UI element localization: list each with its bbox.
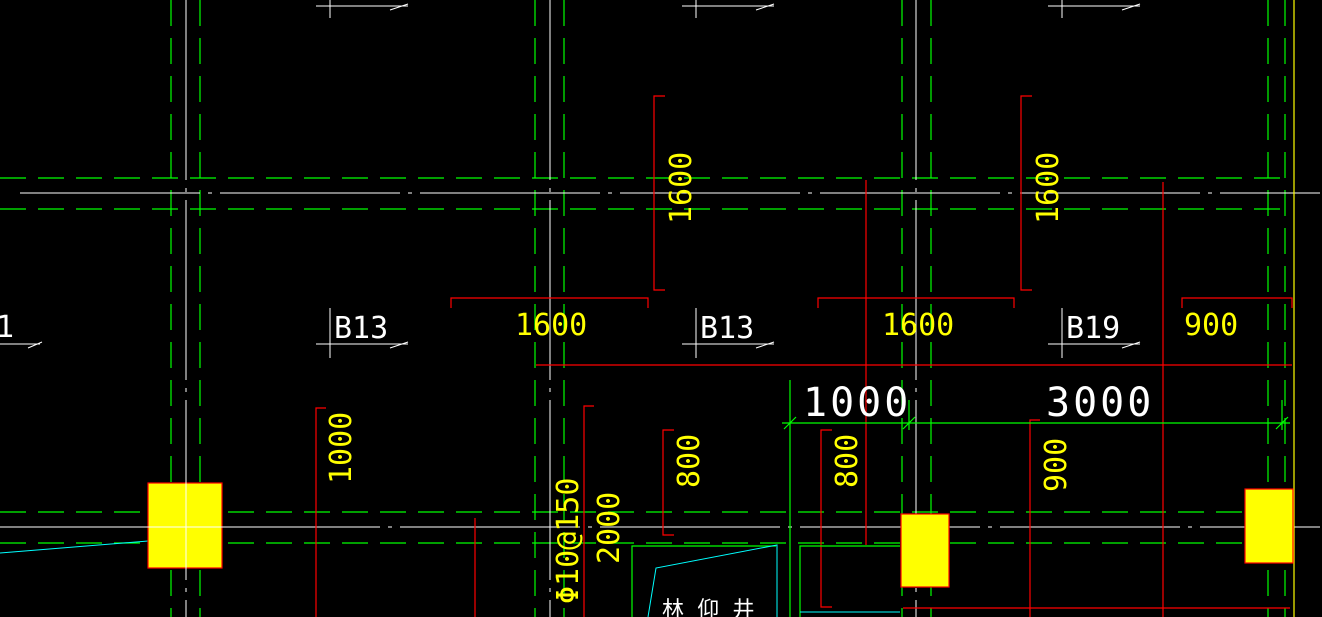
rebar-length-vertical-center: 800 bbox=[672, 434, 707, 488]
slab-label-left-partial: 1 bbox=[0, 310, 14, 345]
beam-grid-vertical bbox=[170, 0, 1286, 617]
rebar-length-vertical-center-right: 800 bbox=[830, 434, 865, 488]
column-right[interactable] bbox=[1244, 488, 1294, 564]
dimension-lines bbox=[631, 380, 1290, 617]
rebar-length-vertical-right: 900 bbox=[1039, 438, 1074, 492]
misc-lines bbox=[0, 540, 900, 617]
rebar-length-horizontal-left: 1600 bbox=[515, 308, 587, 343]
rebar-length-vertical-mid-top: 1600 bbox=[664, 152, 699, 224]
rebar-length-horizontal-right: 900 bbox=[1184, 308, 1238, 343]
rebar-length-horizontal-mid: 1600 bbox=[882, 308, 954, 343]
rebar-length-vertical-mid-bottom: 2000 bbox=[592, 492, 627, 564]
fragment-text: 林 仰 井 bbox=[662, 598, 755, 617]
rebar-length-vertical-left-bottom: 1000 bbox=[324, 412, 359, 484]
slab-marks bbox=[0, 308, 1141, 358]
column-axis-marks bbox=[140, 476, 230, 575]
rebar-spec: Φ10@150 bbox=[551, 478, 586, 604]
rebar-length-vertical-right-top: 1600 bbox=[1031, 152, 1066, 224]
columns bbox=[147, 482, 1294, 588]
column-center[interactable] bbox=[900, 513, 950, 588]
slab-label-right: B19 bbox=[1066, 311, 1120, 346]
slab-label-middle: B13 bbox=[700, 311, 754, 346]
slab-label-left: B13 bbox=[334, 311, 388, 346]
dimension-right-span: 3000 bbox=[1046, 380, 1154, 426]
dimension-left-span: 1000 bbox=[803, 380, 911, 426]
column-left[interactable] bbox=[147, 482, 223, 569]
rebar-lines bbox=[315, 95, 1293, 617]
top-slab-marks bbox=[316, 0, 1141, 18]
